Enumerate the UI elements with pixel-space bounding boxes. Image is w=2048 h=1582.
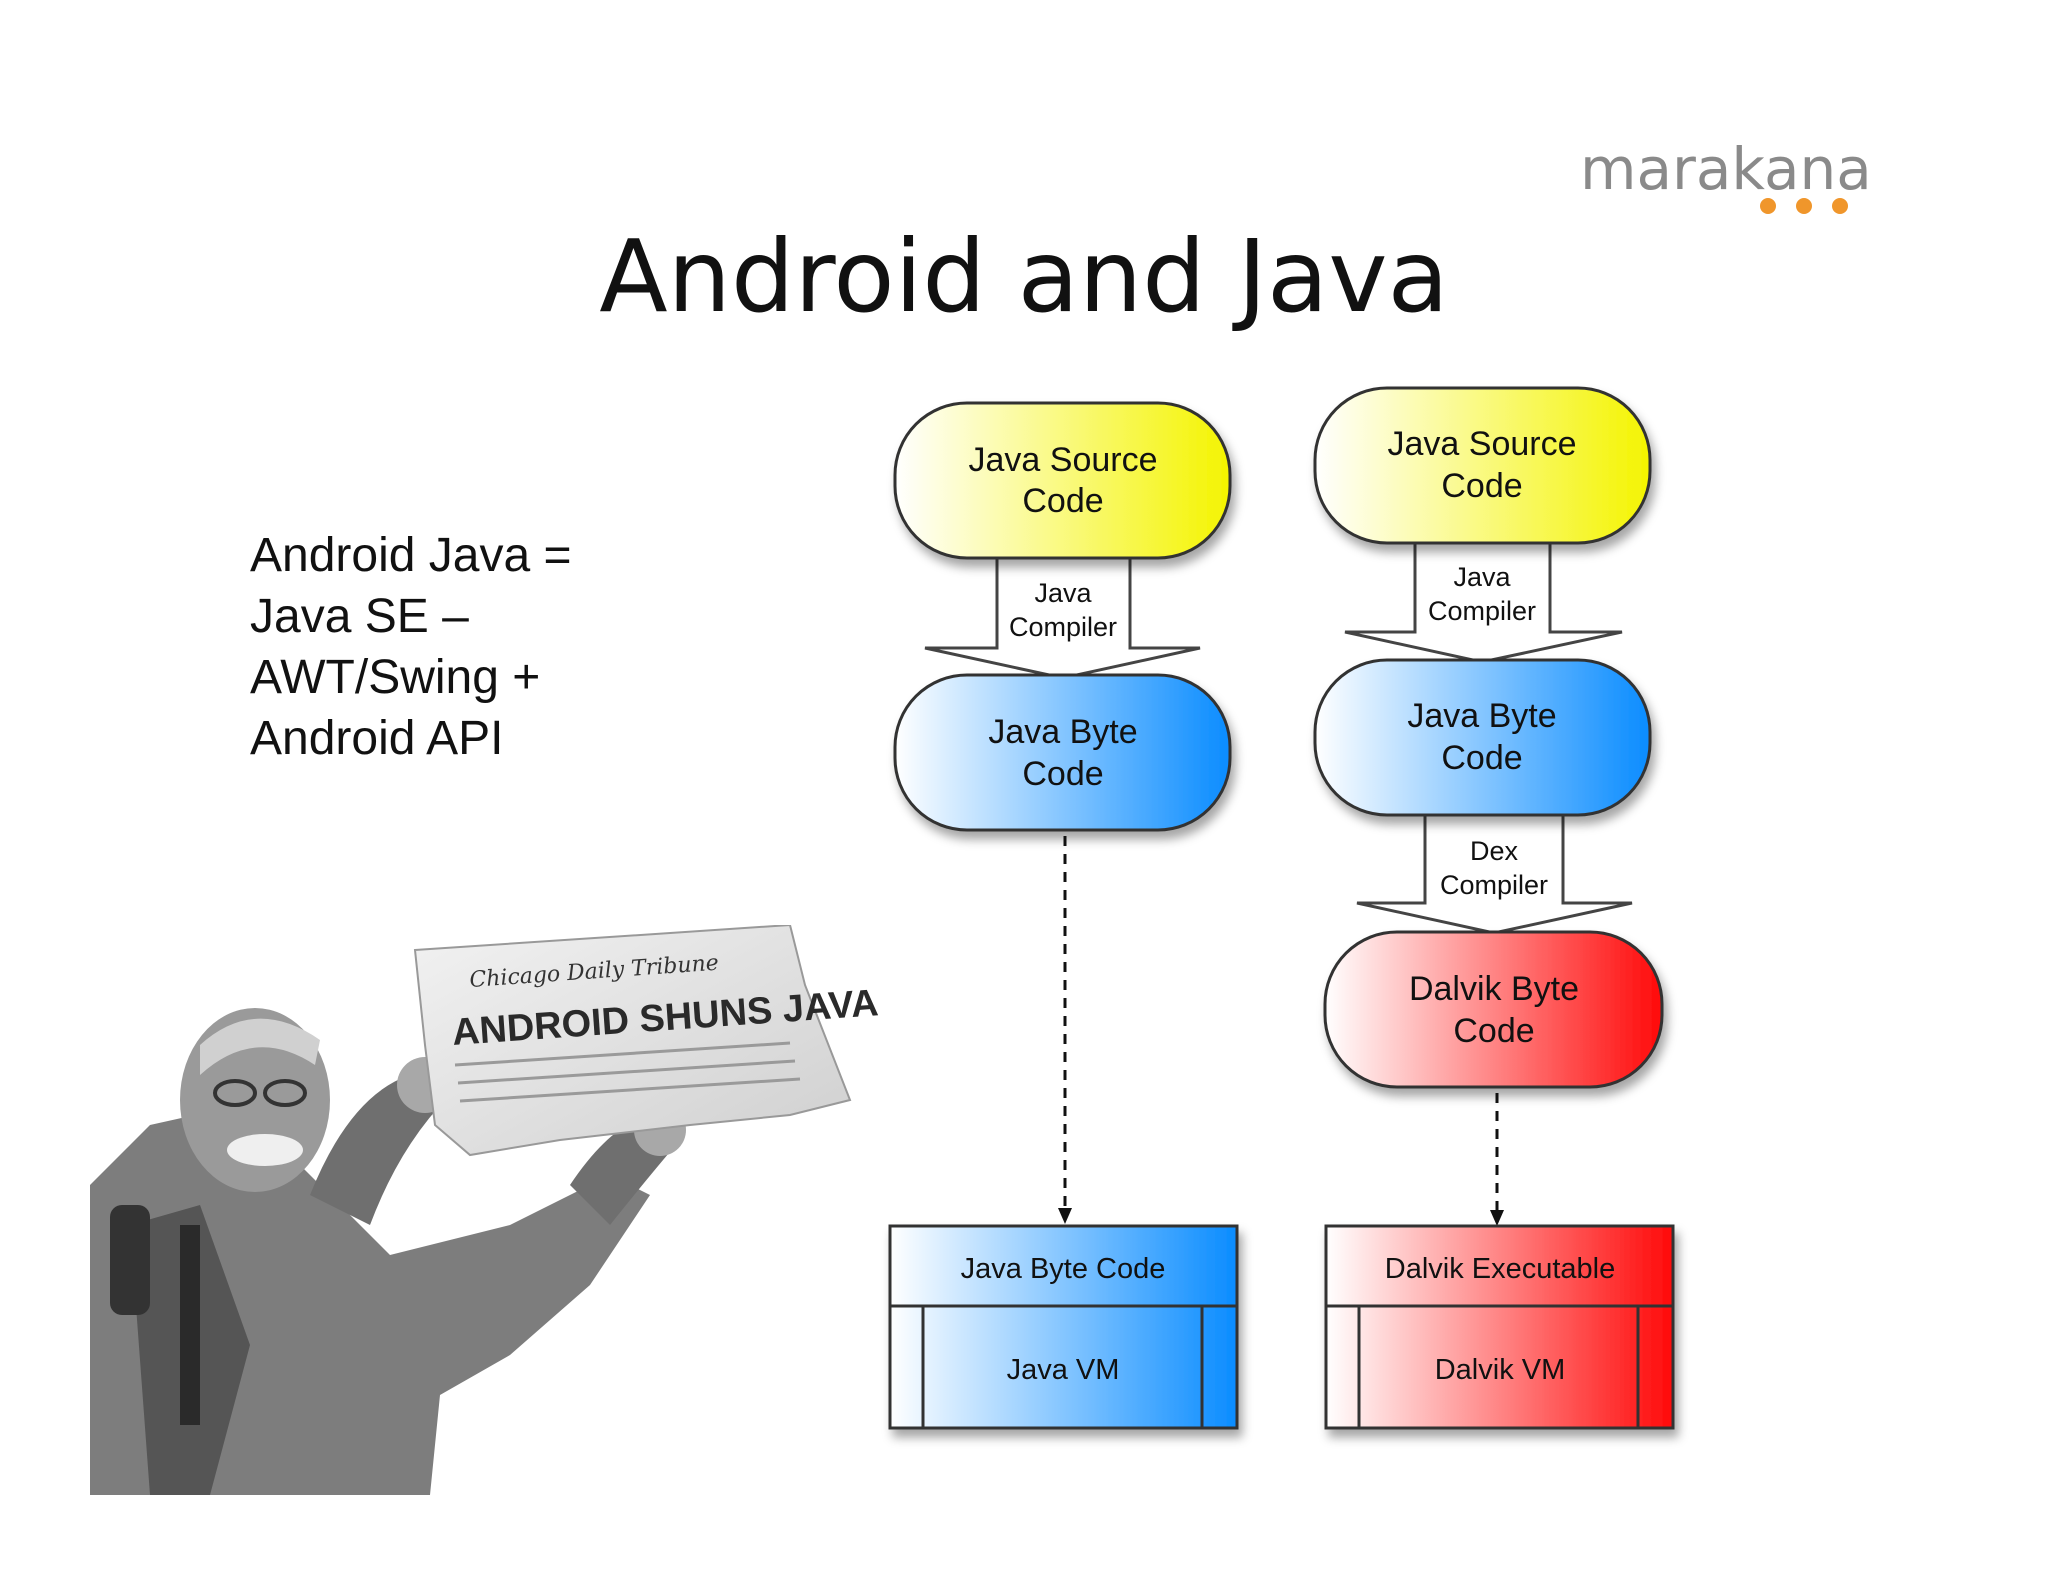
left-runtime-top: Java Byte Code [961,1253,1166,1285]
left-column: Java Compiler Java Source Code Java Byte… [888,401,1239,1430]
right-dalvik-bytecode-node: Dalvik Byte Code [1323,930,1664,1089]
left-java-compiler-arrow: Java Compiler [924,553,1201,680]
newspaper-photo: Chicago Daily Tribune ANDROID SHUNS JAVA [90,925,880,1495]
left-bytecode-line2: Code [1022,755,1103,793]
logo-dots [1760,198,1868,219]
right-bytecode-line1: Java Byte [1407,697,1556,735]
right-dex-line1: Dex [1470,836,1519,866]
right-java-source-node: Java Source Code [1313,386,1652,545]
right-runtime-top: Dalvik Executable [1385,1253,1616,1285]
left-bytecode-line1: Java Byte [988,713,1137,751]
right-dalvik-line1: Dalvik Byte [1409,970,1579,1008]
left-source-line1: Java Source [969,441,1158,479]
summary-line: AWT/Swing + [250,651,541,704]
left-compiler-line1: Java [1034,578,1092,608]
left-runtime-box [888,1224,1239,1430]
slide-title: Android and Java [599,218,1449,335]
summary-line: Android Java = [250,529,572,582]
left-java-bytecode-node: Java Byte Code [893,673,1232,832]
left-java-source-node: Java Source Code [893,401,1232,560]
right-java-compiler-arrow: Java Compiler [1344,538,1623,664]
right-runtime-box [1324,1224,1675,1430]
summary-text: Android Java = Java SE – AWT/Swing + And… [250,525,572,769]
right-compiler-line1: Java [1453,562,1511,592]
right-compiler-line2: Compiler [1428,596,1536,626]
right-bytecode-line2: Code [1441,739,1522,777]
right-column: Java Compiler Dex Compiler Java Source C… [1313,386,1675,1430]
left-runtime-bottom: Java VM [1007,1354,1120,1386]
logo-text: marakana [1580,135,1872,203]
left-compiler-line2: Compiler [1009,612,1117,642]
right-dex-line2: Compiler [1440,870,1548,900]
right-source-line2: Code [1441,467,1522,505]
summary-line: Android API [250,712,504,765]
right-source-line1: Java Source [1388,425,1577,463]
right-dalvik-line2: Code [1453,1012,1534,1050]
right-dex-compiler-arrow: Dex Compiler [1356,810,1633,935]
right-runtime-bottom: Dalvik VM [1435,1354,1566,1386]
left-source-line2: Code [1022,482,1103,520]
right-java-bytecode-node: Java Byte Code [1313,658,1652,817]
summary-line: Java SE – [250,590,469,643]
